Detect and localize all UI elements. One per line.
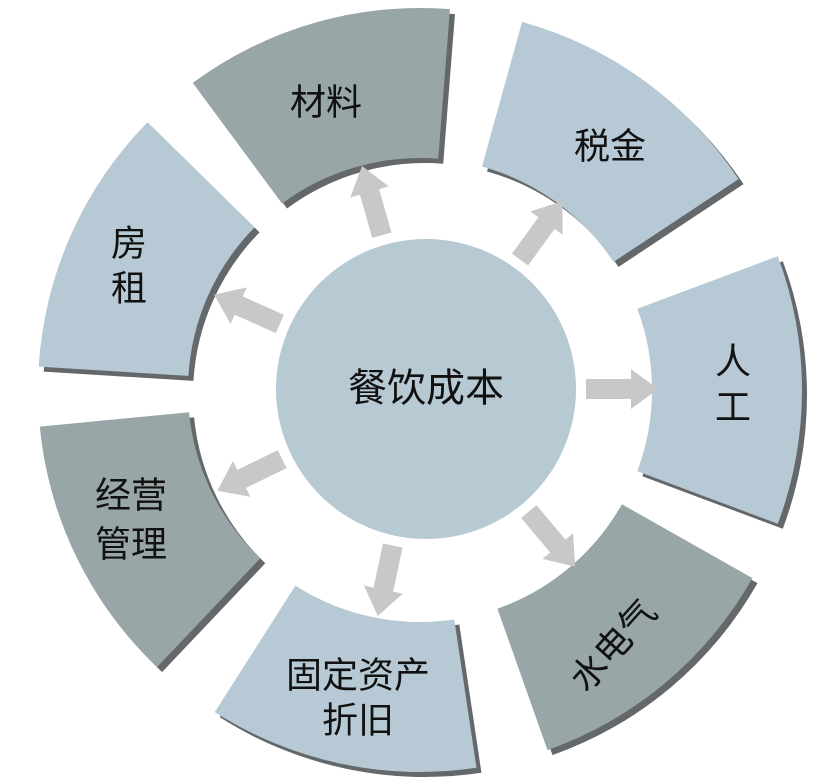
segment-shape [39, 412, 261, 668]
segment-label: 租 [111, 269, 147, 310]
segment-shape [214, 585, 477, 772]
segment-label: 人 [715, 342, 751, 383]
segment-materials: 材料 [192, 8, 455, 209]
segment-label: 税金 [574, 127, 646, 168]
arrows [214, 165, 658, 616]
segment-label: 工 [715, 388, 751, 429]
segment-label: 管理 [95, 525, 167, 566]
segment-shape [192, 8, 450, 204]
arrow-to-materials [350, 165, 392, 238]
center-label: 餐饮成本 [348, 367, 504, 412]
segment-shape [38, 122, 255, 376]
arrow-to-utilities [521, 505, 576, 567]
segment-rent: 房 租 [38, 122, 260, 381]
segment-labor: 人 工 [637, 256, 808, 529]
segment-shape [482, 21, 739, 262]
segment-label: 经营 [95, 476, 167, 517]
segment-label: 材料 [290, 83, 362, 124]
arrow-to-depreciation [363, 543, 403, 616]
arrow-to-rent [214, 287, 284, 334]
segment-shape [637, 256, 803, 524]
segment-depreciation: 固定资产 折旧 [214, 585, 482, 777]
segment-shape [497, 504, 753, 751]
segment-label: 固定资产 [286, 656, 430, 697]
arrow-to-labor [586, 369, 658, 409]
segment-utilities: 水电气 [497, 504, 758, 756]
segment-label: 折旧 [322, 701, 394, 742]
center-circle [276, 239, 576, 539]
arrow-to-management [217, 450, 287, 497]
segment-label: 房 [111, 224, 147, 265]
segment-taxes: 税金 [482, 21, 744, 267]
segment-management: 经营 管理 [39, 412, 266, 673]
arrow-to-taxes [511, 201, 563, 266]
